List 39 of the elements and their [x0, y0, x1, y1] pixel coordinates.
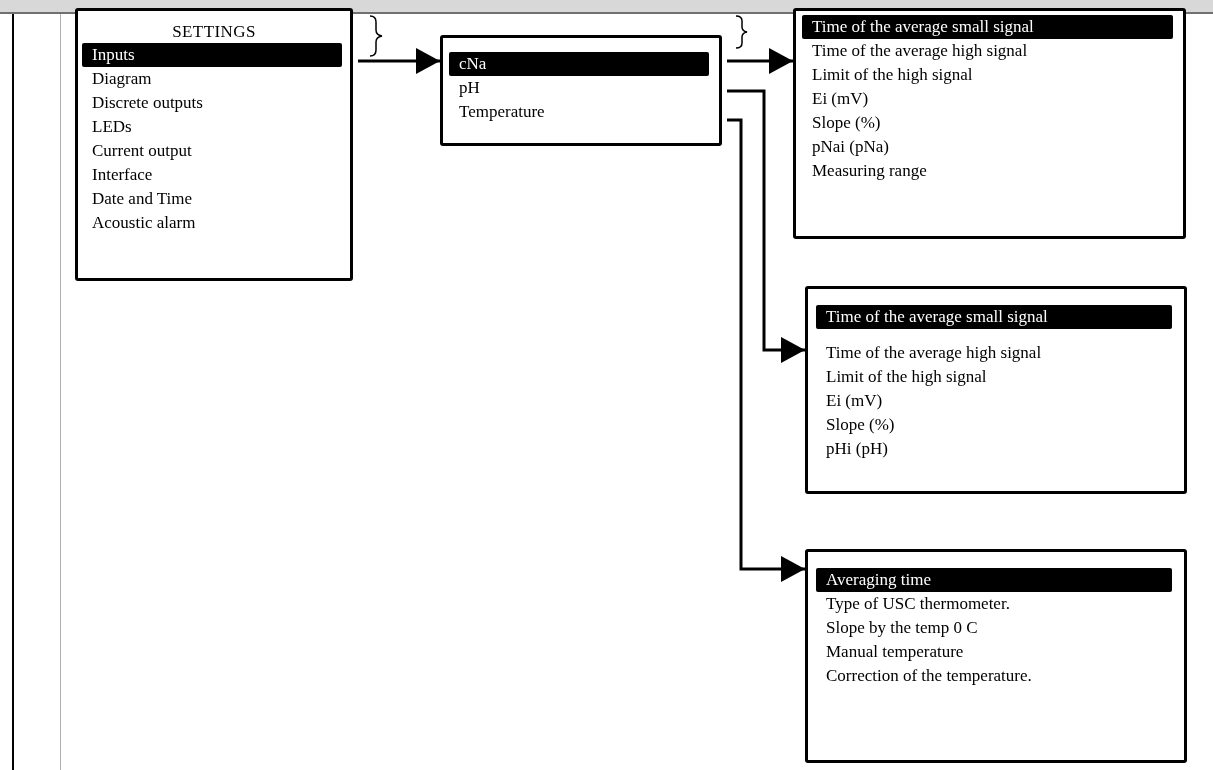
menu-box: [75, 8, 353, 281]
menu-title: SETTINGS: [172, 21, 256, 43]
selected-menu-item: Time of the average small signal: [802, 15, 1173, 39]
menu-item: pHi (pH): [825, 438, 888, 460]
menu-item: Time of the average high signal: [811, 40, 1028, 62]
menu-item: Diagram: [91, 68, 152, 90]
selected-menu-item: Averaging time: [816, 568, 1172, 592]
menu-item: Temperature: [458, 101, 545, 123]
arrow: [727, 118, 805, 582]
menu-box: [805, 549, 1187, 763]
menu-item: Manual temperature: [825, 641, 964, 663]
menu-item: Current output: [91, 140, 192, 162]
menu-box: [805, 286, 1187, 494]
menu-item: Measuring range: [811, 160, 927, 182]
selected-menu-item: Time of the average small signal: [816, 305, 1172, 329]
arrow: [727, 48, 793, 74]
menu-item: Slope (%): [811, 112, 881, 134]
arrow: [358, 48, 440, 74]
menu-item: pNai (pNa): [811, 136, 889, 158]
menu-box: [793, 8, 1186, 239]
menu-item: Acoustic alarm: [91, 212, 196, 234]
selected-menu-item: cNa: [449, 52, 709, 76]
menu-item: Ei (mV): [811, 88, 869, 110]
arrow: [727, 89, 805, 363]
menu-item: Time of the average high signal: [825, 342, 1042, 364]
menu-item: Slope by the temp 0 C: [825, 617, 978, 639]
menu-item: Slope (%): [825, 414, 895, 436]
menu-item: Discrete outputs: [91, 92, 203, 114]
menu-item: Correction of the temperature.: [825, 665, 1032, 687]
menu-item: Interface: [91, 164, 153, 186]
menu-item: Date and Time: [91, 188, 193, 210]
menu-item: LEDs: [91, 116, 132, 138]
menu-item: Ei (mV): [825, 390, 883, 412]
menu-item: Limit of the high signal: [811, 64, 973, 86]
menu-item: Type of USC thermometer.: [825, 593, 1010, 615]
menu-item: pH: [458, 77, 480, 99]
menu-box: [440, 35, 722, 146]
menu-item: Limit of the high signal: [825, 366, 987, 388]
selected-menu-item: Inputs: [82, 43, 342, 67]
